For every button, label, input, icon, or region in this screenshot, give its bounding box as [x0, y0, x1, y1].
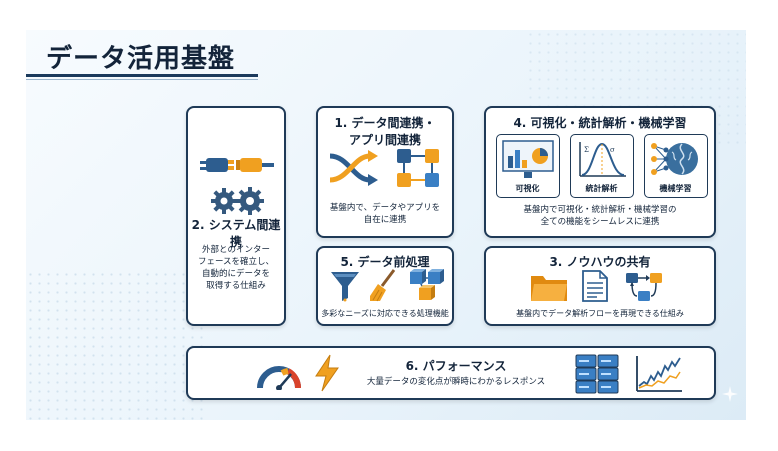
- workflow-cycle-icon: [624, 270, 664, 304]
- svg-text:Σ: Σ: [584, 146, 589, 154]
- server-icon: [574, 353, 620, 395]
- data-app-heading-line1: 1. データ間連携・: [334, 116, 436, 130]
- visualization-label: 可視化: [515, 184, 540, 193]
- preprocessing-heading: 5. データ前処理: [340, 255, 430, 269]
- system-integration-heading: 2. システム間連携: [191, 218, 281, 249]
- dot-pattern: [26, 270, 206, 420]
- app-network-icon: [394, 146, 444, 190]
- data-app-heading-line2: アプリ間連携: [348, 133, 421, 147]
- knowhow-card: 3. ノウハウの共有: [484, 246, 716, 326]
- title-underline-thin: [26, 79, 258, 80]
- line-chart-icon: [634, 354, 684, 394]
- document-icon: [582, 270, 608, 302]
- preprocessing-card: 5. データ前処理: [316, 246, 454, 326]
- speedometer-icon: [256, 356, 302, 390]
- analytics-desc-line2: 全ての機能をシームレスに連携: [540, 217, 660, 227]
- distribution-icon: σ Σ: [576, 140, 628, 180]
- brain-network-icon: [650, 138, 702, 180]
- knowhow-heading: 3. ノウハウの共有: [549, 255, 651, 269]
- knowhow-desc: 基盤内でデータ解析フローを再現できる仕組み: [516, 309, 684, 318]
- system-integration-card: 2. システム間連携 外部とのインター フェースを確立し、 自動的にデータを 取…: [186, 106, 286, 326]
- performance-desc: 大量データの変化点が瞬時にわかるレスポンス: [366, 377, 546, 387]
- analytics-desc-line1: 基盤内で可視化・統計解析・機械学習の: [523, 205, 677, 215]
- plug-icon: [200, 146, 276, 182]
- analytics-card: 4. 可視化・統計解析・機械学習 可視化: [484, 106, 716, 238]
- visualization-panel: 可視化: [496, 134, 560, 198]
- statistics-panel: σ Σ 統計解析: [570, 134, 634, 198]
- ml-panel: 機械学習: [644, 134, 708, 198]
- title-underline: [26, 74, 258, 77]
- data-app-integration-card: 1. データ間連携・ アプリ間連携 基盤内で: [316, 106, 454, 238]
- ml-label: 機械学習: [659, 184, 692, 193]
- funnel-icon: [330, 270, 360, 302]
- system-integration-desc: 外部とのインター フェースを確立し、 自動的にデータを 取得する仕組み: [197, 245, 275, 291]
- data-app-desc-line2: 自在に連携: [363, 215, 407, 225]
- performance-card: 6. パフォーマンス 大量データの変化点が瞬時にわかるレスポンス: [186, 346, 716, 400]
- shuffle-arrows-icon: [328, 148, 380, 188]
- preprocessing-desc: 多彩なニーズに対応できる処理機能: [321, 309, 449, 318]
- folder-icon: [530, 272, 568, 302]
- svg-text:σ: σ: [610, 146, 615, 154]
- chart-icon: [502, 140, 554, 180]
- data-app-desc-line1: 基盤内で、データやアプリを: [329, 203, 441, 213]
- gears-icon: [210, 186, 266, 216]
- statistics-label: 統計解析: [585, 184, 618, 193]
- broom-icon: [368, 268, 398, 302]
- slide: データ活用基盤: [26, 30, 746, 420]
- cubes-icon: [406, 268, 444, 302]
- lightning-icon: [314, 354, 340, 392]
- performance-heading: 6. パフォーマンス: [405, 359, 507, 373]
- sparkle-icon: [722, 386, 738, 402]
- analytics-heading: 4. 可視化・統計解析・機械学習: [513, 116, 687, 130]
- page-title: データ活用基盤: [46, 44, 236, 74]
